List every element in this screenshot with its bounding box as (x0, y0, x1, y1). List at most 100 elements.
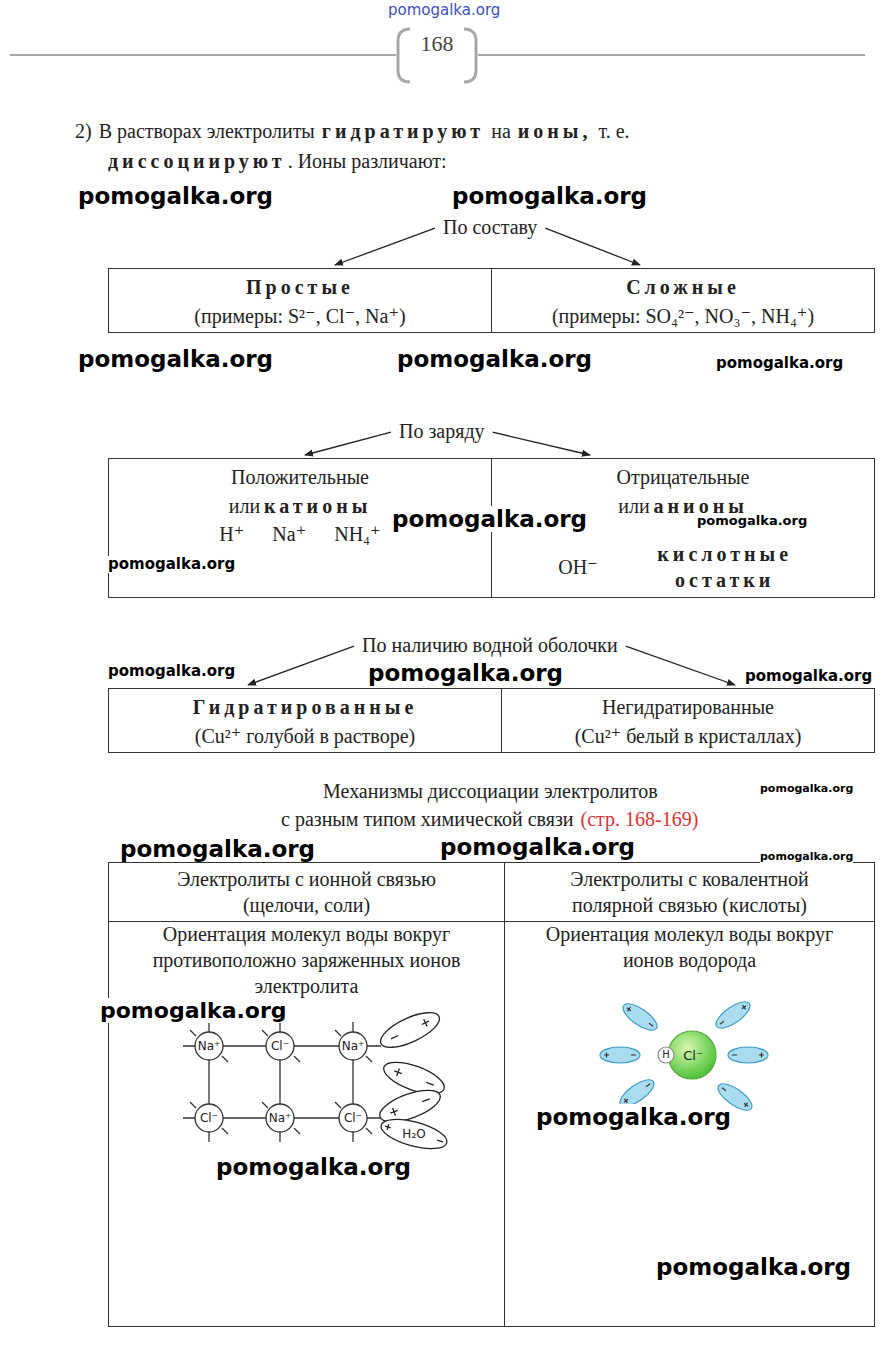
ion-symbol: Na⁺ (198, 1040, 221, 1052)
water-dipoles (376, 1006, 450, 1155)
cell-text: По составу (443, 214, 537, 240)
text-line: Электролиты с ковалентной полярной связь… (509, 866, 870, 918)
cell-text: Простые (246, 274, 354, 300)
paragraph-text: диссоциируют (108, 150, 286, 172)
watermark: pomogalka.org (78, 183, 273, 209)
cell-text: Гидратированные (193, 694, 418, 720)
watermark: pomogalka.org (120, 836, 315, 862)
watermark: pomogalka.org (760, 851, 853, 864)
text-line: (Cu²⁺ голубой в растворе) (113, 720, 497, 748)
watermark: pomogalka.org (108, 556, 235, 573)
watermark: pomogalka.org (440, 834, 635, 860)
table-cell: Электролиты с ковалентной полярной связь… (505, 862, 875, 922)
paragraph-text: т. е. (598, 120, 629, 142)
watermark: pomogalka.org (697, 514, 807, 529)
cell-text: H⁺ (219, 521, 244, 547)
paragraph-text: гидратируют (322, 120, 484, 142)
arrow-connector (248, 646, 354, 685)
cell-text: По заряду (399, 418, 485, 444)
text-line: Негидратированные (506, 692, 870, 720)
ionic-lattice (183, 1022, 381, 1142)
watermark: pomogalka.org (536, 1104, 731, 1130)
cell-text: По наличию водной оболочки (362, 632, 618, 658)
text-line: По заряду (399, 416, 485, 444)
text-line: Электролиты с ионной связью (щелочи, сол… (113, 866, 500, 918)
cell-text: Негидратированные (602, 694, 774, 720)
text-line: Гидратированные (113, 692, 497, 720)
ion-symbol: H (662, 1050, 670, 1060)
ion-symbol: Cl⁻ (200, 1112, 218, 1124)
cell-text: или (229, 493, 260, 519)
text-line: Ориентация молекул воды вокруг противопо… (113, 921, 500, 999)
text-line: OH⁻ кислотные остатки (496, 541, 870, 593)
text-line: диссоциируют. Ионы различают: (108, 148, 447, 174)
table-cell: Негидратированные (Cu²⁺ белый в кристалла… (502, 688, 875, 753)
watermark: pomogalka.org (392, 506, 587, 532)
ion-symbol: H₂O (402, 1128, 425, 1140)
cell-text: Na⁺ (272, 521, 306, 547)
cell-text: (примеры: SO₄²⁻, NO₃⁻, NH₄⁺) (552, 303, 814, 329)
ion-symbol: Na⁺ (342, 1040, 365, 1052)
arrow-connector (626, 646, 735, 685)
category-label: По наличию водной оболочки (360, 630, 620, 658)
cell-text: или (618, 493, 649, 519)
ion-symbol: Cl⁻ (683, 1049, 703, 1062)
text-line: Сложные (496, 272, 870, 300)
page-number-bracket (10, 29, 865, 82)
text-line: (примеры: SO₄²⁻, NO₃⁻, NH₄⁺) (496, 300, 870, 328)
text-line: По составу (443, 212, 537, 240)
text-line: По наличию водной оболочки (362, 630, 618, 658)
arrow-connector (335, 228, 435, 265)
cell-text: Электролиты с ковалентной полярной связь… (540, 866, 840, 918)
table-cell: Электролиты с ионной связью (щелочи, сол… (108, 862, 505, 922)
text-line: Простые (113, 272, 487, 300)
section-heading: Механизмы диссоциации электролитов (323, 780, 658, 802)
text-line: Положительные (113, 462, 487, 490)
text-line: 2) В растворах электролиты гидратируют наио… (75, 118, 630, 144)
cell-text: катионы (264, 493, 371, 519)
table-cell: Гидратированные (Cu²⁺ голубой в растворе) (108, 688, 502, 753)
hcl-water-shell (600, 997, 768, 1115)
watermark: pomogalka.org (78, 346, 273, 372)
paragraph-text: В растворах электролиты (99, 120, 315, 142)
table-cell: Сложные (примеры: SO₄²⁻, NO₃⁻, NH₄⁺) (492, 268, 875, 333)
text-line: (Cu²⁺ белый в кристаллах) (506, 720, 870, 748)
cell-text: Электролиты с ионной связью (щелочи, сол… (157, 866, 457, 918)
cell-text: Ориентация молекул воды вокруг противопо… (117, 921, 497, 999)
watermark: pomogalka.org (368, 660, 563, 686)
text-line: Ориентация молекул воды вокруг ионов вод… (509, 921, 870, 973)
cell-text: Положительные (231, 464, 369, 490)
paragraph-text: ионы, (518, 120, 592, 142)
cell-text: Сложные (626, 274, 740, 300)
arrow-connector (305, 432, 391, 455)
paragraph-text: 2) (75, 120, 92, 142)
watermark: pomogalka.org (716, 355, 843, 372)
cell-text: OH⁻ (558, 554, 597, 580)
watermark: pomogalka.org (108, 663, 235, 680)
cell-text: (примеры: S²⁻, Cl⁻, Na⁺) (194, 303, 405, 329)
watermark: pomogalka.org (388, 2, 500, 19)
watermark: pomogalka.org (745, 668, 872, 685)
table-cell: Простые (примеры: S²⁻, Cl⁻, Na⁺) (108, 268, 492, 333)
text-line: Механизмы диссоциации электролитов (323, 778, 658, 804)
arrow-connector (545, 228, 640, 265)
cell-text: (Cu²⁺ голубой в растворе) (195, 723, 415, 749)
section-heading: с разным типом химической связи (281, 808, 574, 830)
watermark: pomogalka.org (216, 1154, 411, 1180)
category-label: По заряду (397, 416, 487, 444)
cell-text: Ориентация молекул воды вокруг ионов вод… (525, 921, 855, 973)
ion-symbol: Cl⁻ (344, 1112, 362, 1124)
category-label: По составу (441, 212, 539, 240)
paragraph-text: . Ионы различают: (288, 150, 447, 172)
ion-symbol: Cl⁻ (271, 1040, 289, 1052)
text-line: (примеры: S²⁻, Cl⁻, Na⁺) (113, 300, 487, 328)
text-line: с разным типом химической связи (стр. 168… (281, 806, 698, 832)
arrow-connector (493, 432, 590, 455)
section-heading: (стр. 168-169) (581, 808, 699, 830)
paragraph-text: на (491, 120, 511, 142)
cell-text: кислотные остатки (630, 541, 820, 593)
watermark: pomogalka.org (397, 346, 592, 372)
watermark: pomogalka.org (452, 183, 647, 209)
text-line: Отрицательные (496, 462, 870, 490)
cell-text: (Cu²⁺ белый в кристаллах) (575, 723, 802, 749)
